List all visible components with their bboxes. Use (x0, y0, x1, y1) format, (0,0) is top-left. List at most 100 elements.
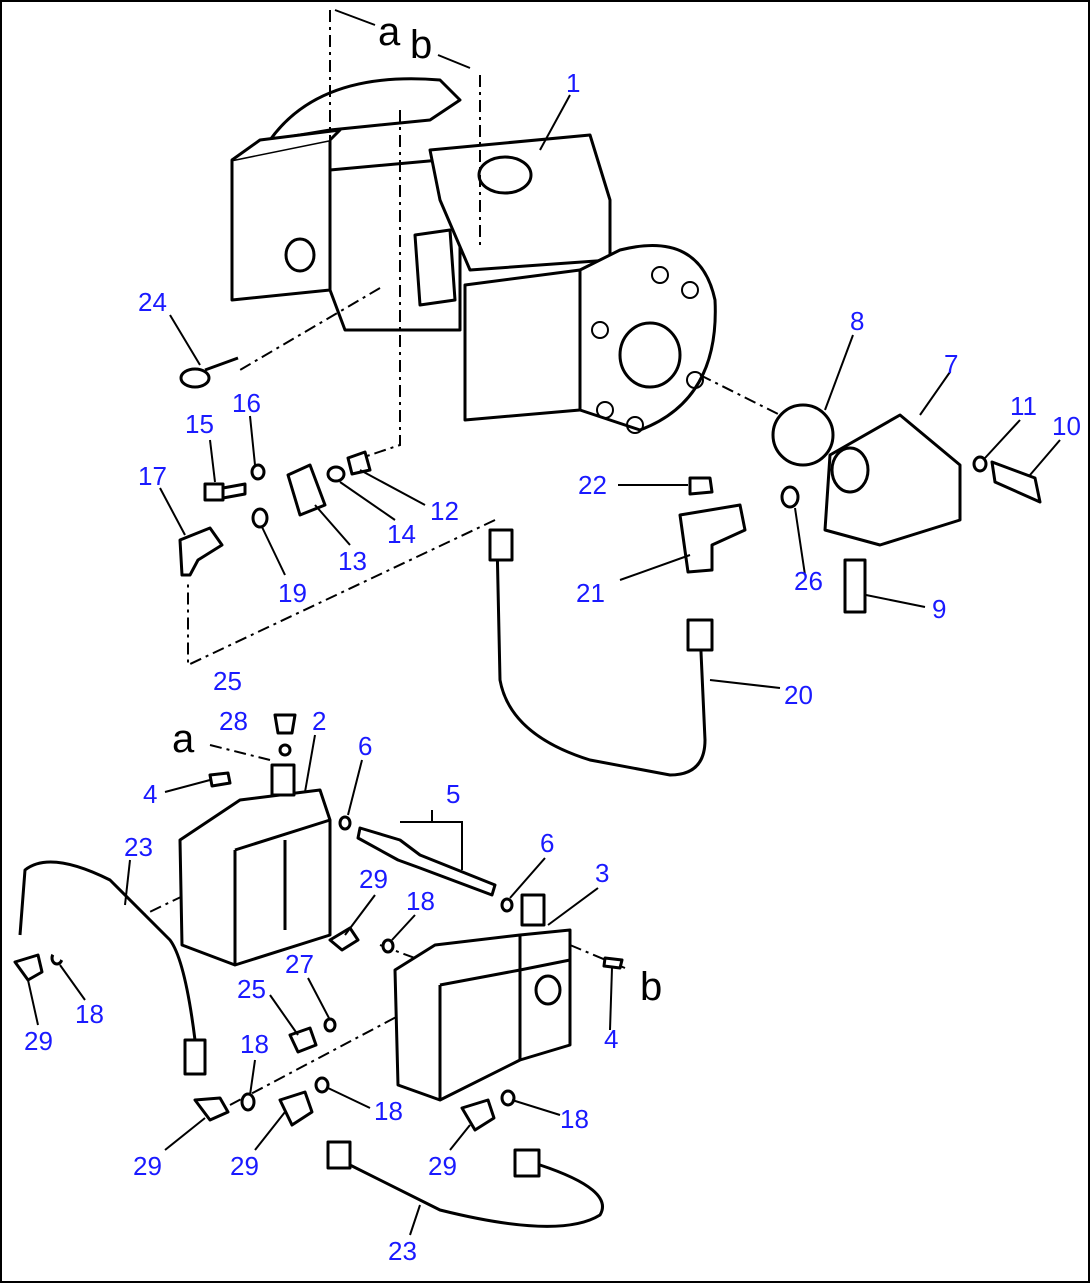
leader-17 (159, 487, 186, 536)
leader-18-low-left (249, 1059, 256, 1096)
callout-10: 10 (1052, 411, 1081, 441)
callout-4-lower: 4 (604, 1024, 618, 1054)
flange-bolt-hole (591, 321, 609, 339)
pump-left-block (230, 138, 332, 302)
callout-21: 21 (576, 578, 605, 608)
part-4-pin-upper (208, 771, 232, 788)
callout-23-lower: 23 (388, 1236, 417, 1266)
leader-8 (824, 334, 854, 411)
callout-14: 14 (387, 519, 416, 549)
part-18-o-ring-low-mid (314, 1076, 330, 1094)
part-29-elbow-low-a (193, 1096, 230, 1122)
valve-port (830, 446, 870, 494)
callout-22: 22 (578, 470, 607, 500)
part-11-washer (972, 455, 988, 473)
leader-1 (539, 94, 571, 151)
part-26-o-ring (780, 485, 800, 509)
part-18-o-ring-low-right (500, 1089, 516, 1107)
pump-right-block (463, 268, 582, 422)
part-23-hose-lower (339, 1158, 604, 1228)
leader-27 (307, 977, 331, 1021)
leader-14 (339, 481, 396, 521)
ref-letter-a-top: a (378, 10, 401, 54)
hose-20-end-lower (686, 618, 714, 652)
leader-4-upper (164, 779, 211, 793)
callout-29-left: 29 (24, 1026, 53, 1056)
leader-29-low-a (164, 1117, 206, 1151)
part-4-pin-lower (602, 956, 624, 970)
leader-19 (261, 526, 286, 576)
leader-26 (794, 507, 806, 576)
part-29-elbow-low-c (460, 1098, 496, 1132)
hose-23-left-end (183, 1038, 207, 1076)
callout-12: 12 (430, 496, 459, 526)
part-5-stud-set (356, 826, 497, 897)
callout-4-upper: 4 (143, 779, 157, 809)
center-line-8 (699, 374, 791, 421)
ref-arrow-b-top (437, 54, 471, 69)
part-29-elbow-mid (328, 926, 360, 952)
leader-10 (1029, 439, 1061, 476)
callout-29-low-c: 29 (428, 1151, 457, 1181)
ref-letter-b-mid: b (640, 965, 662, 1009)
flange-bolt-hole (626, 416, 644, 434)
ref-arrow-a-top (334, 9, 376, 26)
leader-18-low-right (511, 1099, 561, 1116)
callout-23-left: 23 (124, 832, 153, 862)
callout-2: 2 (312, 706, 326, 736)
leader-11 (984, 419, 1021, 459)
leader-18-left (59, 964, 86, 1001)
callout-17: 17 (138, 461, 167, 491)
callout-18-low-left: 18 (240, 1029, 269, 1059)
callout-6-lower: 6 (540, 828, 554, 858)
part-13-flange (286, 463, 327, 517)
leader-15 (209, 439, 216, 483)
leader-18-low-mid (327, 1087, 371, 1109)
part-19-o-ring (251, 507, 269, 529)
flange-bolt-hole (686, 371, 704, 389)
callout-15: 15 (185, 409, 214, 439)
pump-upper-port (477, 155, 533, 195)
leader-29-low-c (449, 1124, 471, 1151)
part-27-washer (323, 1017, 337, 1033)
callout-11: 11 (1010, 391, 1037, 421)
part-28-washer (278, 743, 292, 757)
part-6-washer-lower (500, 897, 514, 913)
part-29-elbow-low-b (278, 1090, 314, 1127)
part-15-bolt (203, 482, 247, 502)
leader-5 (400, 810, 463, 870)
part-16-washer (250, 463, 266, 481)
bolt-shank (221, 482, 247, 500)
callout-7: 7 (944, 349, 958, 379)
leader-2 (304, 734, 316, 793)
callout-1: 1 (566, 68, 580, 98)
callout-18-left: 18 (75, 999, 104, 1029)
center-line-12 (354, 110, 401, 461)
callout-5: 5 (446, 779, 460, 809)
eye-bolt-ring (179, 367, 211, 389)
bolt-head (203, 482, 225, 502)
pump-left-port (284, 237, 316, 273)
eye-bolt-shank (204, 356, 239, 372)
callout-18-low-mid: 18 (374, 1096, 403, 1126)
callout-3: 3 (595, 858, 609, 888)
part-24-eye-bolt (179, 356, 239, 389)
part-12-plug (346, 450, 372, 476)
part-25-plug-upper (273, 713, 297, 735)
part-20-hose (495, 539, 707, 777)
callout-29-mid: 29 (359, 864, 388, 894)
valve-3-body (393, 928, 572, 1102)
callout-labels: 1 2 3 4 4 5 6 6 7 8 9 10 11 12 13 14 15 … (24, 68, 1081, 1266)
part-8-o-ring (771, 403, 835, 467)
valve-2-stem (270, 763, 296, 797)
center-line-18-lower (229, 1014, 401, 1106)
leader-6-upper (347, 759, 363, 816)
leader-16 (249, 415, 256, 466)
part-22-plug (688, 476, 714, 496)
part-6-washer-upper (338, 815, 352, 831)
callout-28: 28 (219, 706, 248, 736)
callout-29-low-a: 29 (133, 1151, 162, 1181)
valve-assembly-3 (393, 893, 572, 1102)
part-18-o-ring-low-left (240, 1092, 256, 1112)
